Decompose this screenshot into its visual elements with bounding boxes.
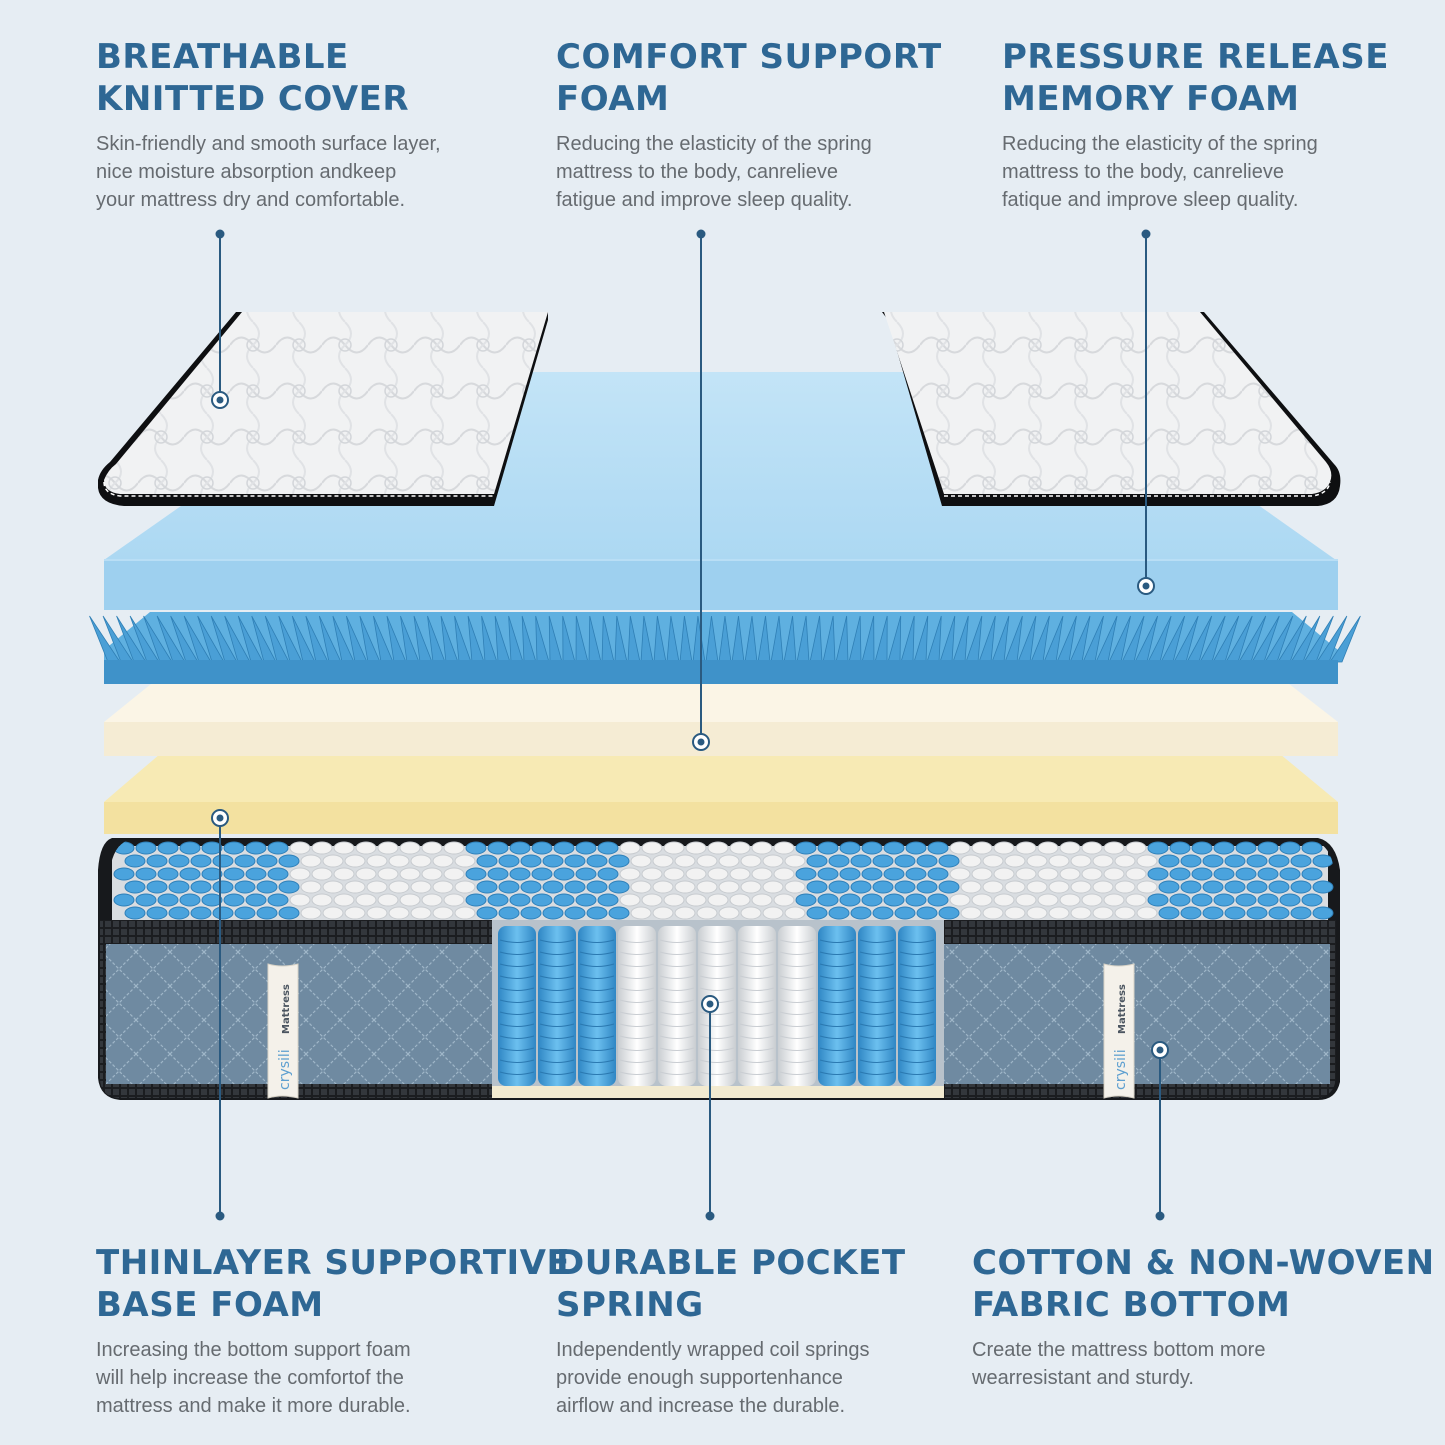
label-brand: crysili <box>1113 1049 1129 1090</box>
description-line: Increasing the bottom support foam <box>96 1339 411 1361</box>
description-line: wearresistant and sturdy. <box>972 1367 1194 1389</box>
leader-dots <box>215 229 1165 1221</box>
description-line: mattress and make it more durable. <box>96 1395 411 1417</box>
title-line: FOAM <box>556 79 670 119</box>
wave-foam-layer <box>89 612 1361 684</box>
callout-base-foam: THINLAYER SUPPORTIVE BASE FOAM Increasin… <box>96 1242 570 1420</box>
callout-description: Increasing the bottom support foam will … <box>96 1336 570 1420</box>
title-line: THINLAYER SUPPORTIVE <box>96 1243 571 1283</box>
callout-pocket-spring: DURABLE POCKET SPRING Independently wrap… <box>556 1242 906 1420</box>
pocket-spring-base <box>98 838 1340 1100</box>
title-line: MEMORY FOAM <box>1002 79 1300 119</box>
description-line: provide enough supportenhance <box>556 1367 843 1389</box>
knitted-cover-right <box>882 312 1341 506</box>
description-line: fatigue and improve sleep quality. <box>556 189 853 211</box>
base-foam-layer <box>104 754 1338 834</box>
description-line: Independently wrapped coil springs <box>556 1339 870 1361</box>
callout-description: Create the mattress bottom more wearresi… <box>972 1336 1435 1392</box>
callout-title: THINLAYER SUPPORTIVE BASE FOAM <box>96 1242 570 1326</box>
title-line: BASE FOAM <box>96 1285 324 1325</box>
label-tag-right: crysili Mattress <box>1113 984 1129 1090</box>
title-line: BREATHABLE <box>96 37 349 77</box>
callout-title: COMFORT SUPPORT FOAM <box>556 36 942 120</box>
callout-title: DURABLE POCKET SPRING <box>556 1242 906 1326</box>
callout-description: Independently wrapped coil springs provi… <box>556 1336 906 1420</box>
description-line: airflow and increase the durable. <box>556 1395 846 1417</box>
leader-targets <box>211 391 1169 1059</box>
title-line: DURABLE POCKET <box>556 1243 906 1283</box>
callout-memory-foam: PRESSURE RELEASE MEMORY FOAM Reducing th… <box>1002 36 1389 214</box>
label-tag-left: crysili Mattress <box>277 984 293 1090</box>
title-line: COMFORT SUPPORT <box>556 37 942 77</box>
title-line: FABRIC BOTTOM <box>972 1285 1291 1325</box>
knitted-cover-left <box>98 312 548 506</box>
callout-fabric-bottom: COTTON & NON-WOVEN FABRIC BOTTOM Create … <box>972 1242 1435 1392</box>
memory-foam-layer <box>104 680 1338 756</box>
description-line: mattress to the body, canrelieve <box>1002 161 1284 183</box>
callout-description: Reducing the elasticity of the spring ma… <box>1002 130 1389 214</box>
title-line: COTTON & NON-WOVEN <box>972 1243 1435 1283</box>
callout-title: COTTON & NON-WOVEN FABRIC BOTTOM <box>972 1242 1435 1326</box>
description-line: nice moisture absorption andkeep <box>96 161 397 183</box>
title-line: PRESSURE RELEASE <box>1002 37 1389 77</box>
title-line: KNITTED COVER <box>96 79 410 119</box>
description-line: mattress to the body, canrelieve <box>556 161 838 183</box>
description-line: Reducing the elasticity of the spring <box>1002 133 1318 155</box>
description-line: will help increase the comfortof the <box>96 1367 404 1389</box>
label-brand: crysili <box>277 1049 293 1090</box>
title-line: SPRING <box>556 1285 704 1325</box>
description-line: Reducing the elasticity of the spring <box>556 133 872 155</box>
leader-lines <box>219 234 1161 1214</box>
description-line: fatique and improve sleep quality. <box>1002 189 1299 211</box>
callout-description: Reducing the elasticity of the spring ma… <box>556 130 942 214</box>
description-line: Skin-friendly and smooth surface layer, <box>96 133 441 155</box>
callout-comfort-foam: COMFORT SUPPORT FOAM Reducing the elasti… <box>556 36 942 214</box>
label-word: Mattress <box>281 984 292 1034</box>
description-line: your mattress dry and comfortable. <box>96 189 406 211</box>
description-line: Create the mattress bottom more <box>972 1339 1266 1361</box>
label-word: Mattress <box>1117 984 1128 1034</box>
callout-title: PRESSURE RELEASE MEMORY FOAM <box>1002 36 1389 120</box>
callout-title: BREATHABLE KNITTED COVER <box>96 36 441 120</box>
callout-description: Skin-friendly and smooth surface layer, … <box>96 130 441 214</box>
callout-knitted-cover: BREATHABLE KNITTED COVER Skin-friendly a… <box>96 36 441 214</box>
